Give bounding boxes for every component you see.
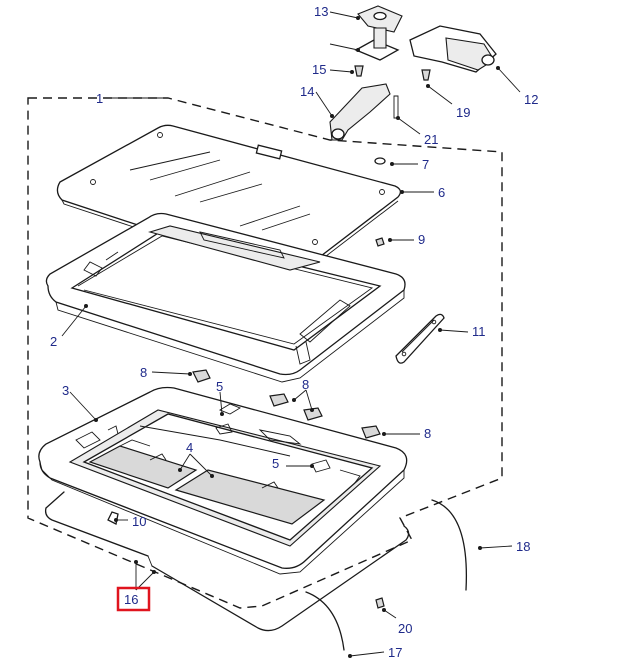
- highlight-box-callout-16: [116, 586, 151, 612]
- callout-9[interactable]: 9: [418, 232, 425, 247]
- callout-1[interactable]: 1: [96, 91, 103, 106]
- motor-part-12: [409, 25, 497, 73]
- callout-10[interactable]: 10: [132, 514, 146, 529]
- callout-5-lower[interactable]: 5: [272, 456, 279, 471]
- callout-7[interactable]: 7: [422, 157, 429, 172]
- clip-part-8: [192, 369, 381, 439]
- seal-part-17: [147, 525, 410, 632]
- callout-12[interactable]: 12: [524, 92, 538, 107]
- callout-16[interactable]: 16: [124, 592, 138, 607]
- link-arm-part-14: [329, 83, 391, 141]
- clip-part-10: [107, 511, 119, 525]
- screw-part-9: [375, 237, 385, 247]
- screw-part-20: [375, 597, 385, 609]
- glass-panel-part-6: [56, 124, 402, 279]
- callout-8-left[interactable]: 8: [140, 365, 147, 380]
- leader-lines: [61, 11, 521, 658]
- screw-part-15: [354, 65, 364, 77]
- drain-tray-part-3: [38, 386, 408, 575]
- sunroof-frame-part-2: [45, 212, 406, 383]
- callout-5-upper[interactable]: 5: [216, 379, 223, 394]
- callout-6[interactable]: 6: [438, 185, 445, 200]
- callout-15[interactable]: 15: [312, 62, 326, 77]
- callout-18[interactable]: 18: [516, 539, 530, 554]
- screw-part-21: [393, 95, 399, 119]
- callout-11[interactable]: 11: [472, 324, 486, 339]
- callout-19[interactable]: 19: [456, 105, 470, 120]
- callout-3[interactable]: 3: [62, 383, 69, 398]
- assembly-boundary-dashed: [27, 97, 503, 609]
- callout-4[interactable]: 4: [186, 440, 193, 455]
- drain-tube-part-18: [431, 499, 468, 591]
- callout-17[interactable]: 17: [388, 645, 402, 660]
- drain-tube-part-17: [305, 591, 345, 651]
- callout-8-right[interactable]: 8: [424, 426, 431, 441]
- screw-part-19: [421, 69, 431, 81]
- seal-part-16: [44, 491, 149, 557]
- callout-14[interactable]: 14: [300, 84, 314, 99]
- callout-2[interactable]: 2: [50, 334, 57, 349]
- gear-housing-part-13: [354, 5, 403, 61]
- callout-20[interactable]: 20: [398, 621, 412, 636]
- cap-part-7: [374, 157, 386, 165]
- side-bracket-part-11: [395, 313, 445, 364]
- callout-21[interactable]: 21: [424, 132, 438, 147]
- callout-13[interactable]: 13: [314, 4, 328, 19]
- callout-8-middle[interactable]: 8: [302, 377, 309, 392]
